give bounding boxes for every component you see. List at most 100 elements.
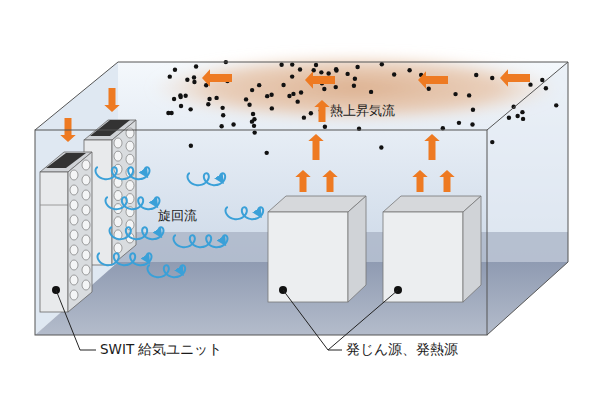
sources [268,196,481,302]
dust-dot [250,88,254,92]
orange-arrow [439,170,454,192]
dust-dot [515,114,519,118]
dust-dot [192,75,196,79]
dust-dot [355,65,359,69]
nozzle-hole [126,141,134,151]
dust-dot [252,130,256,134]
room-outline [35,62,568,335]
nozzle-hole [114,191,122,201]
unit-seam [40,205,68,206]
dust-dot [178,93,182,97]
dust-dot [544,86,548,90]
dust-particles [166,60,558,155]
orange-arrow [305,71,335,89]
dust-dot [322,87,326,91]
dust-dot [345,72,349,76]
dust-dot [219,124,223,128]
swirl-arrow [174,235,228,247]
dust-dot [311,68,315,72]
dust-dot [264,151,268,155]
leader-line [56,290,96,350]
dust-dot [490,76,494,80]
dust-dot [265,94,269,98]
unit-side [112,120,136,265]
dust-dot [334,67,338,71]
heat-cloud [150,54,560,122]
swirl-arrow [106,197,160,209]
swirl-arrow [148,265,186,277]
callout-label: SWIT 給気ユニット [100,341,222,357]
dust-dot [192,80,196,84]
nozzle-hole [70,215,78,225]
orange-arrow [104,88,119,112]
dust-dot [252,124,256,128]
dust-dot [287,94,291,98]
dust-dot [457,121,461,125]
dust-dot [206,102,210,106]
supply-units [40,120,136,312]
flow-label: 熱上昇気流 [330,103,395,119]
dust-dot [194,64,198,68]
dust-dot [189,144,193,148]
dust-dot [380,62,384,66]
leader-line [283,290,342,350]
orange-arrow [418,71,448,89]
dust-dot [507,116,511,120]
dust-dot [188,107,192,111]
orange-arrow [295,170,310,192]
dust-dot [207,97,211,101]
cube-side [348,196,366,302]
dust-dot [392,72,396,76]
dust-dot [185,78,189,82]
dust-dot [214,96,218,100]
orange-arrow [322,170,337,192]
dust-dot [220,106,224,110]
dust-dot [172,97,176,101]
dust-dot [334,85,338,89]
unit-grille [46,153,86,168]
dust-dot [407,68,411,72]
flow-label: 旋回流 [158,208,197,224]
orange-arrow [424,134,439,160]
dust-dot [295,99,299,103]
dust-dot [168,74,172,78]
dust-dot [520,110,524,114]
dust-dot [490,140,494,144]
nozzle-hole [126,181,134,191]
dust-dot [528,82,532,86]
dust-dot [291,92,295,96]
dust-dot [290,74,294,78]
dust-dot [247,103,251,107]
cube-front [383,212,463,302]
dust-dot [221,113,225,117]
swirl-arrow [188,173,226,185]
dust-dot [299,90,303,94]
dust-dot [298,67,302,71]
swirl-arrow [226,207,264,219]
dust-dot [352,84,356,88]
top-edge [35,62,568,130]
front-edge [35,130,487,335]
dust-dot [244,97,248,101]
dust-dot [379,145,383,149]
nozzle-hole [82,160,90,170]
nozzle-hole [70,230,78,240]
dust-dot [302,115,306,119]
nozzle-hole [70,290,78,300]
nozzle-hole [82,220,90,230]
orange-arrow [314,100,329,122]
dust-dot [470,122,474,126]
nozzle-hole [114,164,122,174]
swirl-arrow [98,253,152,265]
orange-arrow [308,134,323,160]
dust-dot [326,71,330,75]
flow-arrows [60,69,530,192]
nozzle-hole [70,170,78,180]
swirl-arrow [110,227,164,239]
unit-top [40,152,92,172]
nozzle-hole [82,205,90,215]
dust-dot [173,68,177,72]
nozzle-hole [70,260,78,270]
